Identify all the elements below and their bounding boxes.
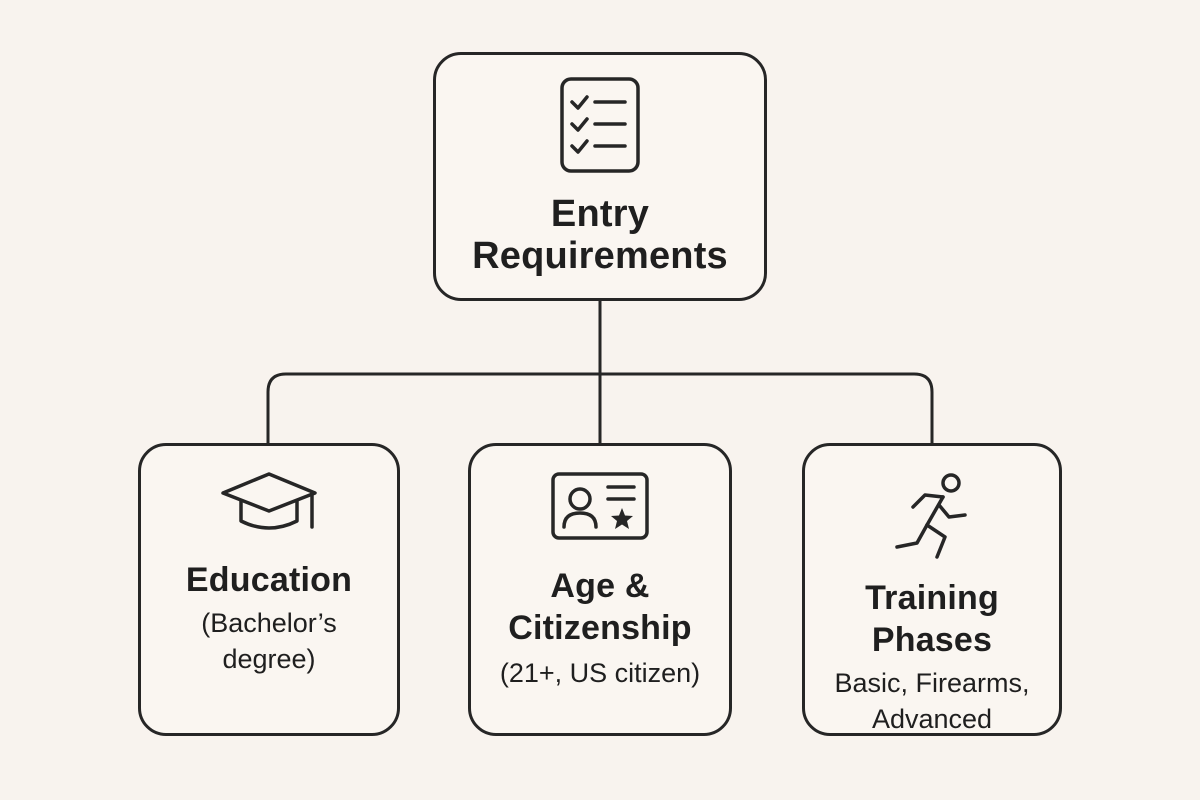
checklist-icon (436, 55, 764, 175)
training-phases-detail-line-1: Basic, Firearms, (834, 668, 1030, 698)
training-phases-title: Training Phases (805, 577, 1059, 661)
child-node-education: Education (Bachelor’s degree) (138, 443, 400, 736)
age-citizenship-title-line-1: Age & (550, 567, 650, 605)
child-node-age-citizenship: Age & Citizenship (21+, US citizen) (468, 443, 732, 736)
training-phases-title-line-2: Phases (871, 621, 993, 659)
child-node-training-phases: Training Phases Basic, Firearms, Advance… (802, 443, 1062, 736)
root-title-line-1: Entry (550, 193, 650, 235)
training-phases-detail: Basic, Firearms, Advanced (805, 665, 1059, 737)
connector-horizontal-bar (266, 372, 934, 443)
education-detail: (Bachelor’s degree) (141, 605, 397, 677)
root-title: Entry Requirements (436, 193, 764, 277)
training-phases-title-line-1: Training (865, 579, 999, 617)
root-node-entry-requirements: Entry Requirements (433, 52, 767, 301)
training-phases-detail-line-2: Advanced (871, 704, 993, 734)
education-title: Education (185, 561, 353, 599)
running-person-icon (805, 446, 1059, 563)
education-detail-line-2: degree) (222, 644, 316, 674)
age-citizenship-title-line-2: Citizenship (508, 609, 692, 647)
education-detail-line-1: (Bachelor’s (201, 608, 337, 638)
age-citizenship-detail: (21+, US citizen) (499, 658, 701, 688)
root-title-line-2: Requirements (472, 235, 728, 277)
age-citizenship-title: Age & Citizenship (471, 565, 729, 649)
graduation-cap-icon (141, 446, 397, 533)
id-card-icon (471, 446, 729, 543)
